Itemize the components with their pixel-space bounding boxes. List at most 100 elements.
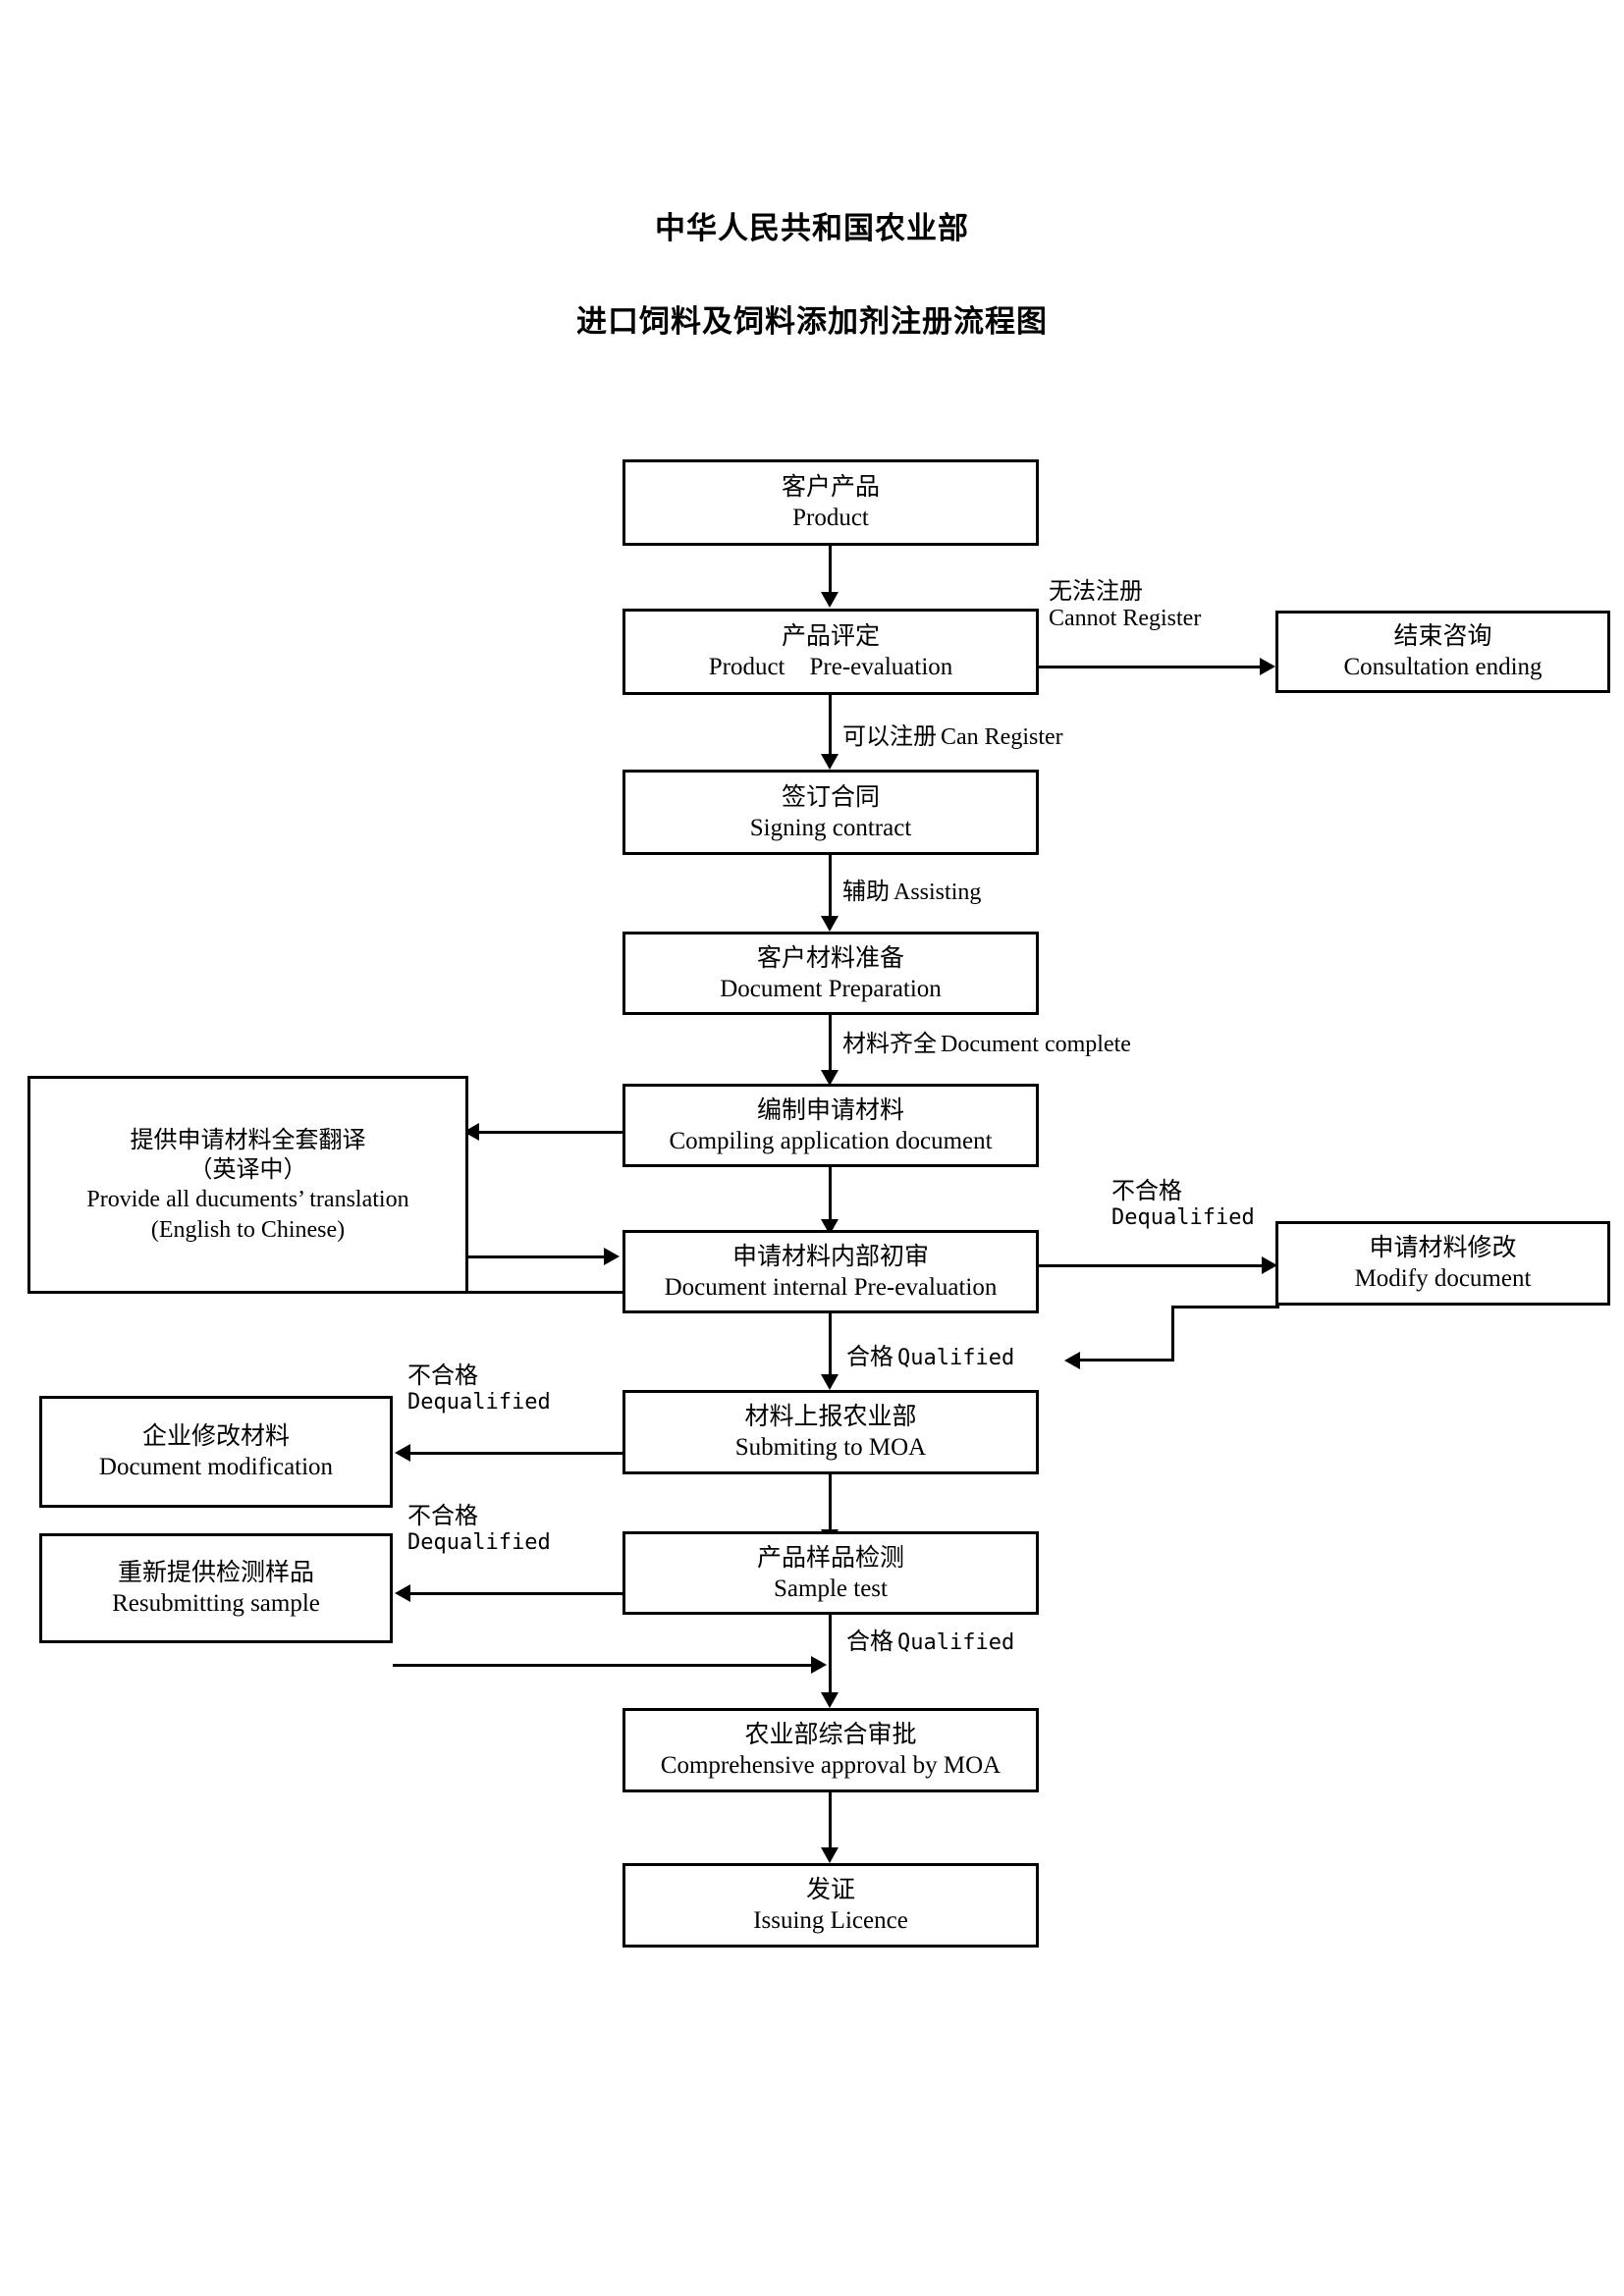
edge-label-document-complete: 材料齐全 Document complete bbox=[842, 1024, 1131, 1058]
node-internal-pre-evaluation[interactable]: 申请材料内部初审 Document internal Pre-evaluatio… bbox=[623, 1230, 1039, 1313]
node-signing-contract-en: Signing contract bbox=[749, 814, 912, 841]
edge-label-cannot-register: 无法注册 Cannot Register bbox=[1049, 571, 1201, 632]
arrowhead-product-to-preevaluation bbox=[821, 592, 839, 608]
arrowhead-signing-to-preparation bbox=[821, 916, 839, 932]
node-product[interactable]: 客户产品 Product bbox=[623, 459, 1039, 546]
edge-label-dequalified-2-en: Dequalified bbox=[407, 1390, 551, 1415]
node-pre-evaluation[interactable]: 产品评定 Product Pre-evaluation bbox=[623, 609, 1039, 695]
edge-label-dequalified-3-en: Dequalified bbox=[407, 1530, 551, 1555]
node-sample-test[interactable]: 产品样品检测 Sample test bbox=[623, 1531, 1039, 1615]
edge-compiling-to-internal bbox=[829, 1167, 832, 1224]
edge-translation-to-internal-bottom bbox=[468, 1291, 626, 1294]
node-issuing-licence[interactable]: 发证 Issuing Licence bbox=[623, 1863, 1039, 1948]
edge-label-dequalified-1-en: Dequalified bbox=[1111, 1205, 1255, 1230]
edge-label-cannot-register-cn: 无法注册 bbox=[1049, 577, 1143, 605]
node-translation-cn-line1: 提供申请材料全套翻译 bbox=[130, 1125, 366, 1153]
edge-internal-to-submitting bbox=[829, 1313, 832, 1380]
node-internal-pre-evaluation-en: Document internal Pre-evaluation bbox=[664, 1273, 998, 1301]
edge-label-can-register: 可以注册 Can Register bbox=[842, 717, 1063, 751]
node-issuing-licence-cn: 发证 bbox=[805, 1875, 855, 1903]
node-signing-contract-cn: 签订合同 bbox=[781, 781, 880, 811]
edge-label-cannot-register-en: Cannot Register bbox=[1049, 606, 1202, 631]
edge-approval-to-licence bbox=[829, 1792, 832, 1853]
page-title-line-1: 中华人民共和国农业部 bbox=[655, 211, 969, 246]
edge-submitting-to-modification bbox=[410, 1452, 623, 1455]
edge-label-qualified-1-en: Qualified bbox=[897, 1346, 1015, 1370]
edge-submitting-to-sampletest bbox=[829, 1474, 832, 1535]
node-internal-pre-evaluation-cn: 申请材料内部初审 bbox=[731, 1241, 929, 1270]
node-compiling[interactable]: 编制申请材料 Compiling application document bbox=[623, 1084, 1039, 1167]
arrowhead-internal-to-submitting bbox=[821, 1374, 839, 1390]
edge-label-document-complete-en: Document complete bbox=[941, 1032, 1131, 1057]
node-document-preparation-cn: 客户材料准备 bbox=[756, 942, 904, 972]
node-modify-document[interactable]: 申请材料修改 Modify document bbox=[1275, 1221, 1610, 1306]
edge-label-qualified-1-cn: 合格 bbox=[846, 1343, 893, 1370]
node-translation-en-line1: Provide all ducuments’ translation bbox=[86, 1187, 409, 1212]
edge-label-dequalified-1-cn: 不合格 bbox=[1111, 1177, 1182, 1204]
arrowhead-internal-to-modify bbox=[1262, 1256, 1277, 1274]
edge-label-assisting: 辅助 Assisting bbox=[842, 872, 981, 906]
edge-label-qualified-2-en: Qualified bbox=[897, 1630, 1015, 1655]
edge-label-assisting-en: Assisting bbox=[893, 880, 982, 905]
node-compiling-en: Compiling application document bbox=[669, 1127, 993, 1154]
node-submitting-moa-en: Submiting to MOA bbox=[734, 1434, 927, 1461]
arrowhead-translation-to-internal bbox=[604, 1248, 620, 1265]
node-resubmitting-sample-cn: 重新提供检测样品 bbox=[117, 1558, 314, 1586]
edge-label-dequalified-1: 不合格 Dequalified bbox=[1111, 1171, 1255, 1230]
edge-label-can-register-en: Can Register bbox=[941, 724, 1063, 750]
arrowhead-sampletest-to-resubmitting bbox=[395, 1584, 410, 1602]
node-pre-evaluation-cn: 产品评定 bbox=[781, 621, 880, 650]
node-pre-evaluation-en: Product Pre-evaluation bbox=[708, 654, 953, 680]
edge-label-dequalified-3: 不合格 Dequalified bbox=[407, 1496, 551, 1555]
edge-label-qualified-2: 合格 Qualified bbox=[846, 1622, 1014, 1656]
edge-label-qualified-2-cn: 合格 bbox=[846, 1628, 893, 1655]
node-submitting-moa[interactable]: 材料上报农业部 Submiting to MOA bbox=[623, 1390, 1039, 1474]
edge-label-can-register-cn: 可以注册 bbox=[842, 722, 937, 750]
edge-modify-loop-horizontal-top bbox=[1171, 1306, 1279, 1308]
node-modify-document-en: Modify document bbox=[1354, 1265, 1532, 1292]
edge-internal-to-modify bbox=[1037, 1264, 1266, 1267]
node-translation-cn-line2: （英译中） bbox=[189, 1155, 307, 1184]
node-comprehensive-approval[interactable]: 农业部综合审批 Comprehensive approval by MOA bbox=[623, 1708, 1039, 1792]
node-consultation-ending-cn: 结束咨询 bbox=[1393, 621, 1492, 650]
node-document-modification-cn: 企业修改材料 bbox=[141, 1421, 290, 1450]
edge-sampletest-to-resubmitting bbox=[410, 1592, 623, 1595]
node-product-en: Product bbox=[792, 505, 869, 531]
arrowhead-preevaluation-to-signing bbox=[821, 754, 839, 770]
edge-label-qualified-1: 合格 Qualified bbox=[846, 1337, 1014, 1371]
edge-translation-to-internal-top bbox=[468, 1255, 606, 1258]
node-sample-test-cn: 产品样品检测 bbox=[756, 1542, 904, 1572]
node-document-preparation[interactable]: 客户材料准备 Document Preparation bbox=[623, 932, 1039, 1015]
node-translation-en-line2: (English to Chinese) bbox=[150, 1216, 346, 1243]
page-title-line-2: 进口饲料及饲料添加剂注册流程图 bbox=[576, 304, 1048, 340]
edge-preparation-to-compiling bbox=[829, 1015, 832, 1076]
arrowhead-preevaluation-to-consultation bbox=[1260, 658, 1275, 675]
node-document-modification[interactable]: 企业修改材料 Document modification bbox=[39, 1396, 393, 1508]
arrowhead-sampletest-to-approval bbox=[821, 1692, 839, 1708]
node-resubmitting-sample[interactable]: 重新提供检测样品 Resubmitting sample bbox=[39, 1533, 393, 1643]
edge-modify-loop-horizontal bbox=[1080, 1359, 1174, 1362]
node-modify-document-cn: 申请材料修改 bbox=[1369, 1233, 1517, 1261]
edge-label-dequalified-3-cn: 不合格 bbox=[407, 1502, 478, 1529]
node-comprehensive-approval-en: Comprehensive approval by MOA bbox=[660, 1752, 1001, 1779]
edge-label-document-complete-cn: 材料齐全 bbox=[842, 1030, 937, 1057]
node-resubmitting-sample-en: Resubmitting sample bbox=[112, 1590, 320, 1617]
edge-preevaluation-to-consultation bbox=[1037, 666, 1265, 668]
node-sample-test-en: Sample test bbox=[774, 1575, 888, 1602]
node-consultation-ending[interactable]: 结束咨询 Consultation ending bbox=[1275, 611, 1610, 693]
node-signing-contract[interactable]: 签订合同 Signing contract bbox=[623, 770, 1039, 855]
edge-resubmitting-return-rail bbox=[393, 1664, 817, 1667]
node-comprehensive-approval-cn: 农业部综合审批 bbox=[744, 1720, 917, 1748]
edge-product-to-preevaluation bbox=[829, 546, 832, 597]
arrowhead-resubmitting-return bbox=[811, 1656, 827, 1674]
arrowhead-submitting-to-modification bbox=[395, 1444, 410, 1462]
edge-signing-to-preparation bbox=[829, 855, 832, 922]
arrowhead-preparation-to-compiling bbox=[821, 1070, 839, 1086]
edge-label-dequalified-2: 不合格 Dequalified bbox=[407, 1356, 551, 1415]
edge-modify-loop-vertical bbox=[1171, 1306, 1174, 1362]
edge-label-assisting-cn: 辅助 bbox=[842, 878, 890, 905]
arrowhead-modify-loop bbox=[1064, 1352, 1080, 1369]
node-consultation-ending-en: Consultation ending bbox=[1343, 654, 1543, 680]
node-translation[interactable]: 提供申请材料全套翻译 （英译中） Provide all ducuments’ … bbox=[27, 1076, 468, 1294]
edge-preevaluation-to-signing bbox=[829, 695, 832, 759]
